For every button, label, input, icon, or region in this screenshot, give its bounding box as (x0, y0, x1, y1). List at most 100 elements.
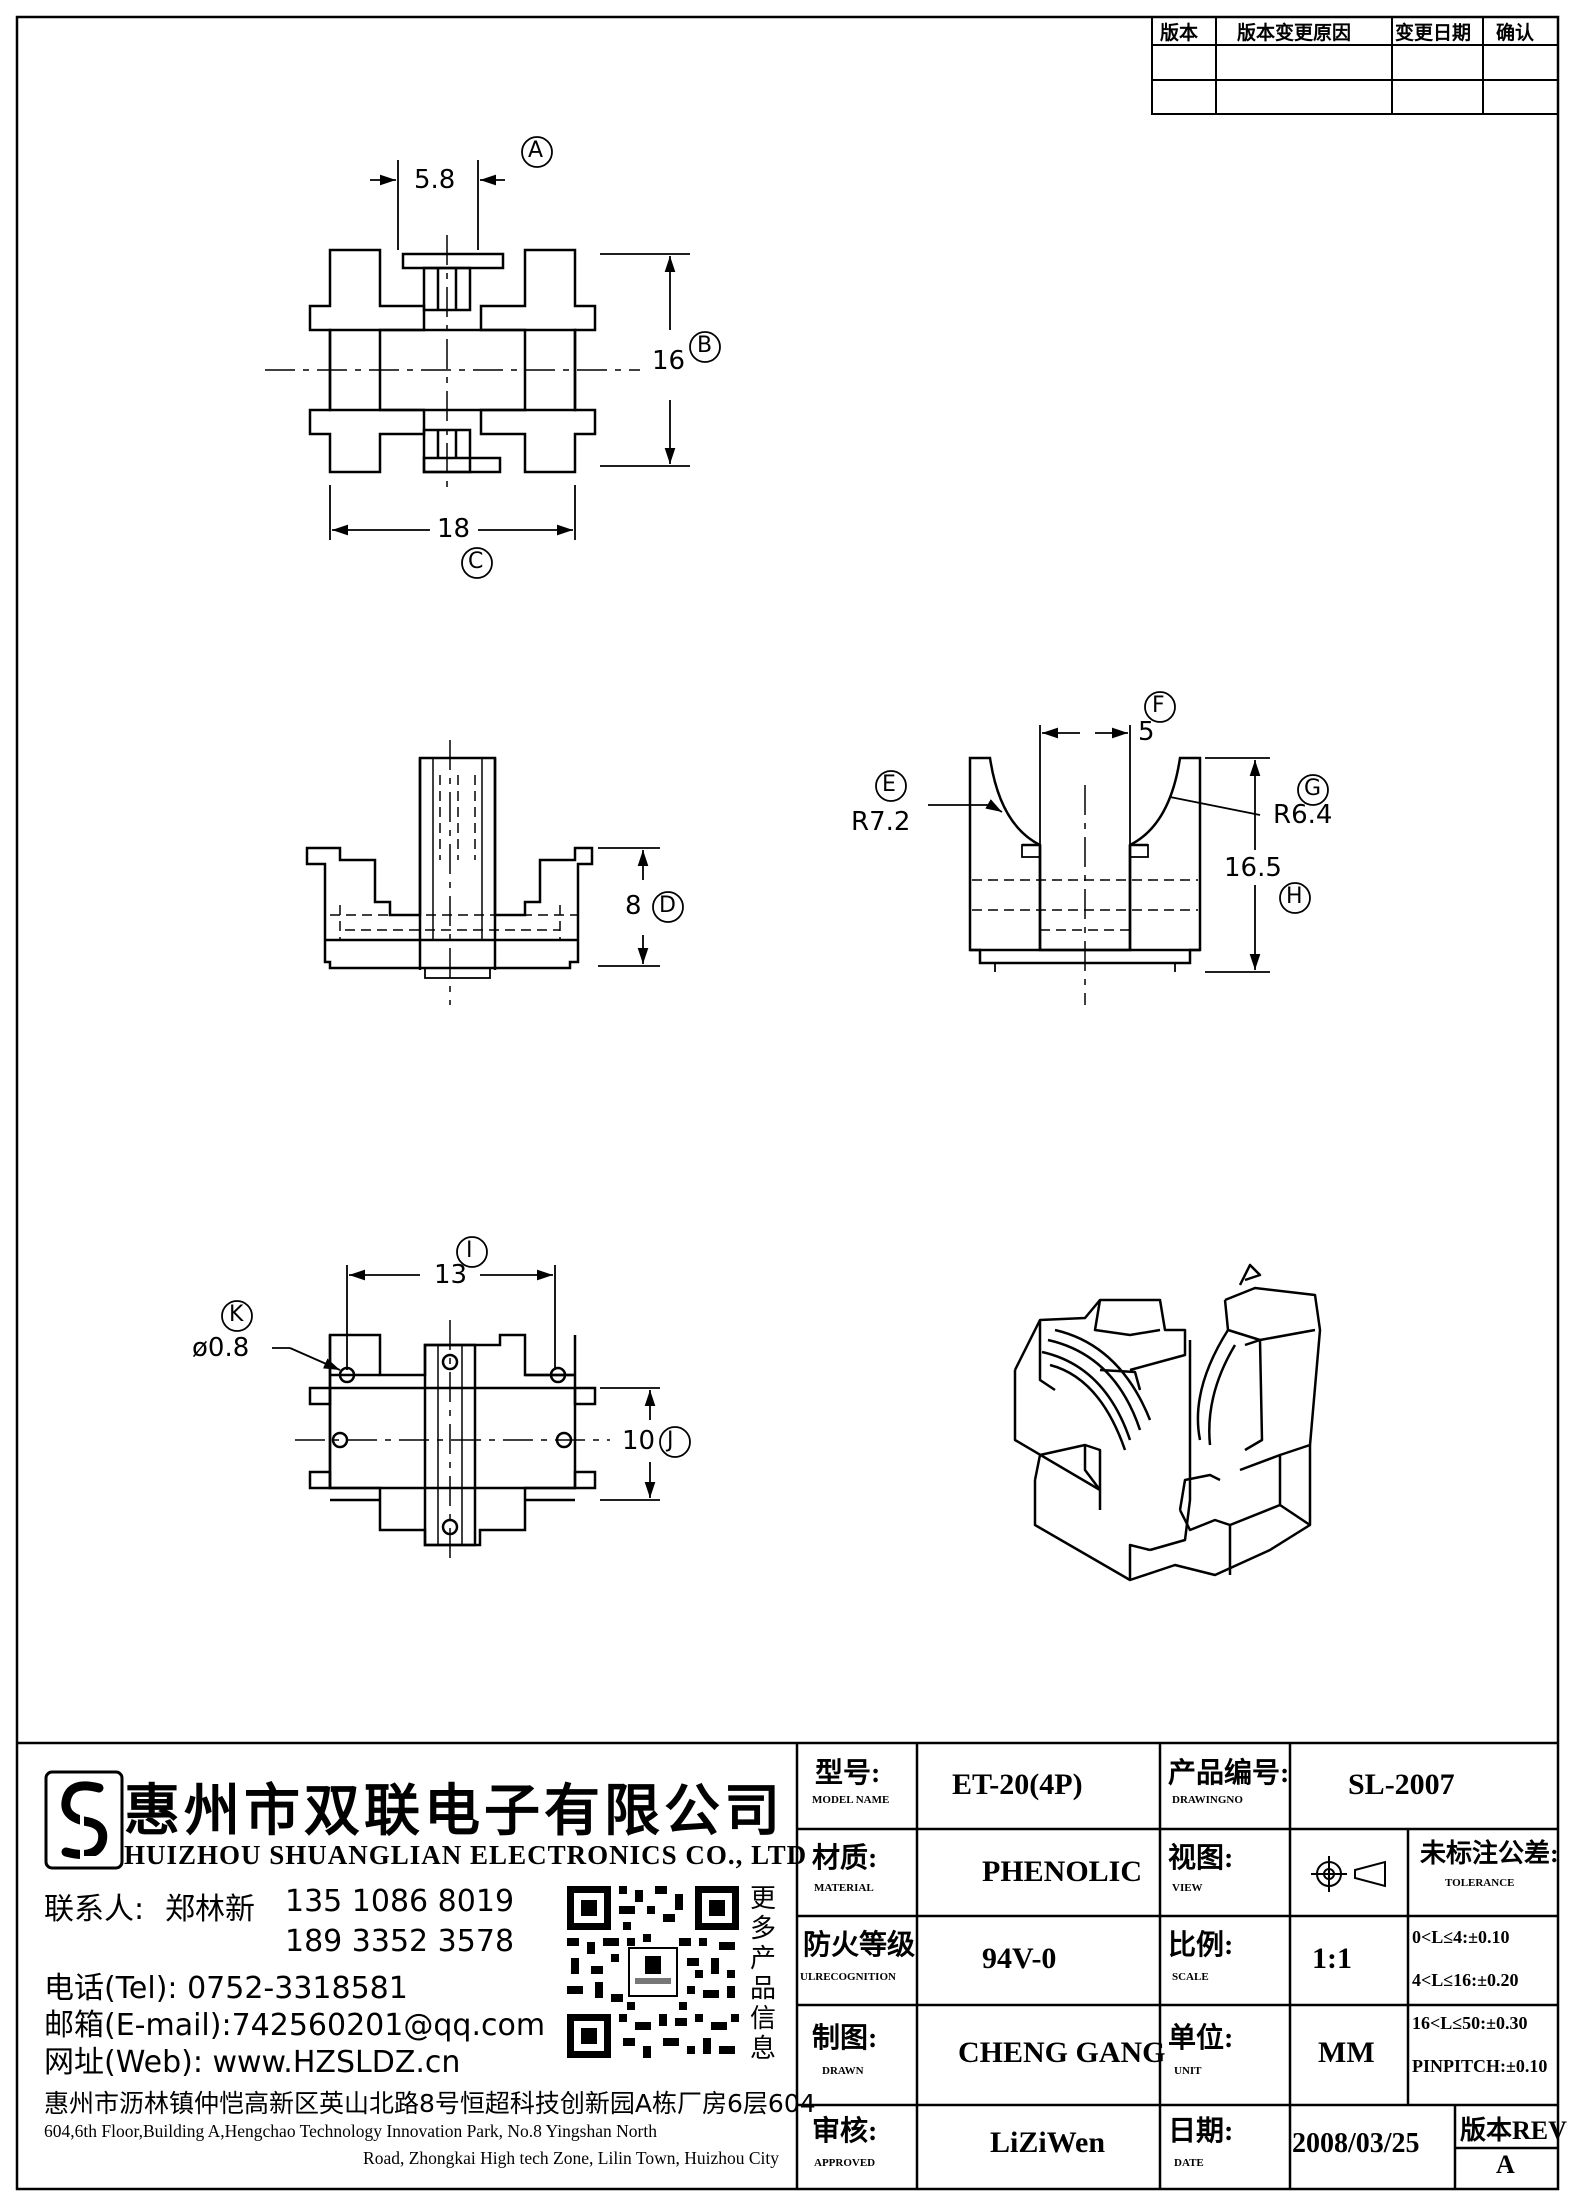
qr-caption: 更 多 产 品 信 息 (750, 1884, 780, 2064)
dimension-e-label: E (882, 772, 896, 797)
top-view (308, 248, 597, 474)
tolerance-label: 未标注公差: (1420, 1839, 1559, 1868)
qr-caption-char: 品 (750, 1974, 777, 2004)
drawing-no-sub: DRAWINGNO (1172, 1794, 1243, 1806)
dimension-j-value: 10 (622, 1426, 656, 1456)
dimension-j-label: J (667, 1428, 674, 1453)
dimension-d-label: D (659, 893, 676, 918)
contact-tel: 电话(Tel): 0752-3318581 (44, 1971, 408, 2006)
drawn-sub: DRAWN (822, 2065, 864, 2077)
dimension-side-lines (875, 691, 1329, 973)
tolerance-row-4: PINPITCH:±0.10 (1412, 2056, 1548, 2076)
company-logo (44, 1770, 124, 1870)
bottom-view-centerlines (295, 1320, 610, 1560)
dimension-h-value: 16.5 (1224, 853, 1282, 883)
tolerance-row-3: 16<L≤50:±0.30 (1412, 2013, 1528, 2033)
dimension-f-value: 5 (1138, 717, 1155, 747)
fire-rating-sub: ULRECOGNITION (800, 1971, 896, 1983)
drawn-label: 制图: (812, 2023, 878, 2054)
date-value: 2008/03/25 (1292, 2128, 1420, 2159)
qr-code[interactable] (567, 1886, 739, 2058)
qr-caption-char: 更 (750, 1884, 777, 1914)
qr-caption-char: 产 (750, 1944, 777, 1974)
projection-symbol-icon (1311, 1856, 1386, 1892)
revision-header-version: 版本 (1160, 22, 1199, 44)
model-label: 型号: (815, 1758, 881, 1789)
dimension-d-value: 8 (625, 891, 642, 921)
dimension-a-value: 5.8 (414, 165, 456, 195)
dimension-g-value: R6.4 (1273, 800, 1333, 830)
dimension-i-value: 13 (434, 1260, 468, 1290)
revision-header-confirm: 确认 (1496, 22, 1535, 44)
revision-header-reason: 版本变更原因 (1237, 22, 1352, 44)
bottom-view (308, 1333, 597, 1547)
fire-rating-value: 94V-0 (982, 1942, 1057, 1975)
address-cn: 惠州市沥林镇仲恺高新区英山北路8号恒超科技创新园A栋厂房6层604 (44, 2089, 816, 2118)
approved-sub: APPROVED (814, 2157, 876, 2169)
view-label: 视图: (1168, 1843, 1234, 1874)
dimension-i-label: I (466, 1238, 473, 1263)
drawing-no-label: 产品编号: (1168, 1758, 1290, 1789)
revision-header-date: 变更日期 (1395, 22, 1472, 44)
contact-name: 郑林新 (165, 1892, 255, 1927)
dimension-b-lines (600, 253, 721, 467)
qr-caption-char: 息 (750, 2034, 777, 2064)
top-view-centerlines (265, 235, 640, 490)
dimension-e-value: R7.2 (851, 807, 911, 837)
revision-label: 版本REV (1460, 2116, 1567, 2145)
tolerance-sub: TOLERANCE (1445, 1877, 1515, 1889)
tolerance-row-2: 4<L≤16:±0.20 (1412, 1970, 1519, 1990)
dimension-g-label: G (1304, 776, 1322, 801)
dimension-f-label: F (1152, 693, 1165, 718)
dimension-k-value: ø0.8 (192, 1333, 250, 1363)
scale-value: 1:1 (1312, 1942, 1352, 1975)
company-name-cn: 惠州市双联电子有限公司 (124, 1779, 784, 1844)
material-value: PHENOLIC (982, 1855, 1143, 1888)
dimension-k-label: K (229, 1302, 244, 1327)
tolerance-row-1: 0<L≤4:±0.10 (1412, 1927, 1510, 1947)
contact-phone-1: 135 1086 8019 (285, 1884, 515, 1919)
address-en-line-1: 604,6th Floor,Building A,Hengchao Techno… (44, 2121, 657, 2141)
model-value: ET-20(4P) (952, 1768, 1083, 1801)
material-label: 材质: (812, 1843, 878, 1874)
date-label: 日期: (1168, 2116, 1234, 2147)
dimension-b-label: B (697, 333, 713, 358)
dimension-c-lines (329, 485, 576, 579)
dimension-c-value: 18 (437, 514, 471, 544)
scale-label: 比例: (1168, 1930, 1234, 1961)
dimension-a-label: A (528, 138, 544, 163)
front-view (305, 756, 594, 979)
dimension-b-value: 16 (652, 346, 686, 376)
unit-value: MM (1318, 2036, 1375, 2069)
approved-value: LiZiWen (990, 2126, 1106, 2159)
drawing-no-value: SL-2007 (1348, 1768, 1455, 1801)
fire-rating-label: 防火等级 (803, 1930, 916, 1961)
approved-label: 审核: (812, 2116, 878, 2147)
drawn-value: CHENG GANG (958, 2036, 1166, 2069)
model-sub: MODEL NAME (812, 1794, 890, 1806)
contact-label: 联系人: (44, 1892, 145, 1927)
dimension-d-lines (598, 847, 684, 967)
view-sub: VIEW (1172, 1882, 1203, 1894)
revision-value: A (1496, 2150, 1515, 2179)
material-sub: MATERIAL (814, 1882, 874, 1894)
qr-caption-char: 信 (750, 2004, 777, 2034)
front-view-hidden-lines (330, 775, 578, 940)
qr-caption-char: 多 (750, 1914, 777, 1944)
address-en-line-2: Road, Zhongkai High tech Zone, Lilin Tow… (363, 2148, 779, 2168)
isometric-view (1013, 1263, 1322, 1582)
unit-label: 单位: (1168, 2023, 1234, 2054)
unit-sub: UNIT (1174, 2065, 1202, 2077)
sheet-border (15, 15, 1560, 2191)
company-name-en: HUIZHOU SHUANGLIAN ELECTRONICS CO., LTD (124, 1840, 808, 1870)
revision-table (1151, 16, 1559, 115)
contact-phone-2: 189 3352 3578 (285, 1924, 515, 1959)
contact-web: 网址(Web): www.HZSLDZ.cn (44, 2045, 461, 2080)
dimension-h-label: H (1286, 884, 1303, 909)
scale-sub: SCALE (1172, 1971, 1209, 1983)
dimension-a-lines (370, 136, 553, 250)
contact-email: 邮箱(E-mail):742560201@qq.com (44, 2008, 546, 2043)
date-sub: DATE (1174, 2157, 1204, 2169)
